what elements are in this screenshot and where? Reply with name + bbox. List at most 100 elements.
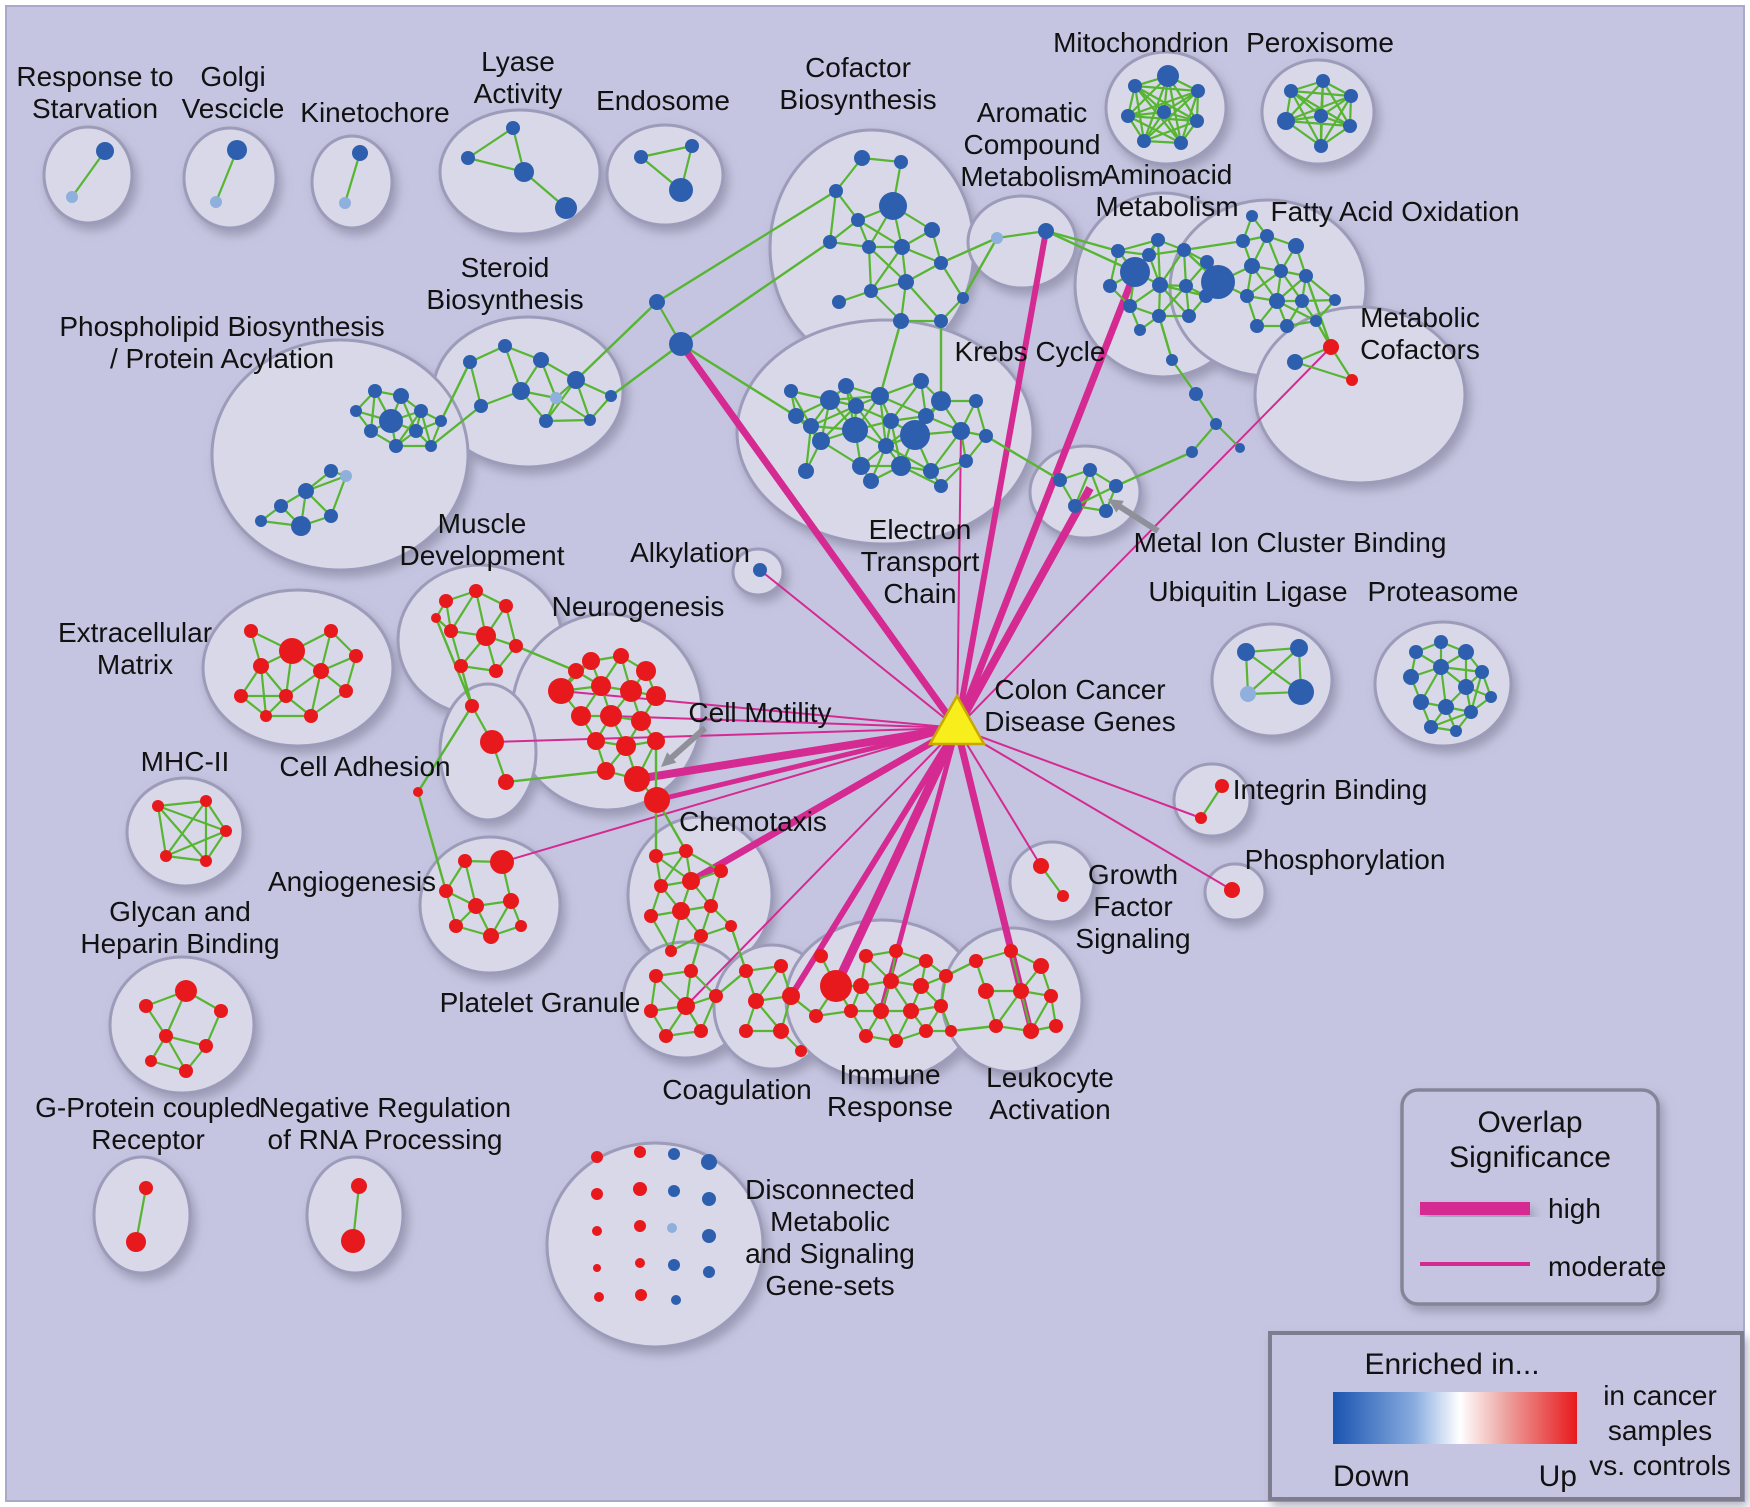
- gene-set-node-down[interactable]: [1277, 112, 1295, 130]
- gene-set-node-light[interactable]: [667, 1223, 677, 1233]
- gene-set-node-up[interactable]: [279, 689, 293, 703]
- gene-set-node-down[interactable]: [959, 454, 973, 468]
- gene-set-node-up[interactable]: [179, 1064, 193, 1078]
- gene-set-node-up[interactable]: [175, 980, 197, 1002]
- gene-set-node-down[interactable]: [753, 563, 767, 577]
- gene-set-node-down[interactable]: [878, 438, 894, 454]
- gene-set-node-down[interactable]: [1237, 643, 1255, 661]
- gene-set-node-down[interactable]: [829, 184, 843, 198]
- gene-set-node-down[interactable]: [703, 1266, 715, 1278]
- gene-set-node-down[interactable]: [227, 140, 247, 160]
- gene-set-node-down[interactable]: [1485, 691, 1497, 703]
- gene-set-node-down[interactable]: [533, 352, 549, 368]
- gene-set-node-up[interactable]: [677, 997, 695, 1015]
- gene-set-node-up[interactable]: [795, 1045, 807, 1057]
- gene-set-node-up[interactable]: [883, 973, 899, 989]
- gene-set-node-up[interactable]: [782, 987, 800, 1005]
- gene-set-node-light[interactable]: [550, 392, 562, 404]
- gene-set-node-up[interactable]: [809, 1009, 823, 1023]
- gene-set-node-up[interactable]: [592, 1226, 602, 1236]
- gene-set-node-down[interactable]: [1284, 84, 1298, 98]
- gene-set-node-down[interactable]: [1200, 255, 1214, 269]
- gene-set-node-up[interactable]: [739, 1024, 753, 1038]
- gene-set-node-up[interactable]: [889, 1034, 903, 1048]
- gene-set-node-down[interactable]: [352, 145, 368, 161]
- gene-set-node-down[interactable]: [1329, 294, 1341, 306]
- gene-set-node-down[interactable]: [1344, 89, 1358, 103]
- gene-set-node-up[interactable]: [431, 613, 441, 623]
- gene-set-node-down[interactable]: [838, 378, 854, 394]
- gene-set-node-up[interactable]: [853, 978, 869, 994]
- gene-set-node-down[interactable]: [894, 155, 908, 169]
- gene-set-node-down[interactable]: [1316, 74, 1330, 88]
- gene-set-node-down[interactable]: [514, 162, 534, 182]
- gene-set-node-down[interactable]: [669, 178, 693, 202]
- gene-set-node-down[interactable]: [498, 339, 512, 353]
- gene-set-node-light[interactable]: [991, 232, 1003, 244]
- gene-set-node-up[interactable]: [480, 730, 504, 754]
- gene-set-node-down[interactable]: [1458, 644, 1474, 660]
- gene-set-node-down[interactable]: [891, 456, 911, 476]
- gene-set-node-down[interactable]: [1280, 319, 1294, 333]
- gene-set-node-down[interactable]: [1186, 446, 1198, 458]
- gene-set-node-down[interactable]: [1269, 293, 1285, 309]
- gene-set-node-up[interactable]: [199, 1039, 213, 1053]
- gene-set-node-up[interactable]: [476, 626, 496, 646]
- gene-set-node-up[interactable]: [499, 599, 513, 613]
- gene-set-node-up[interactable]: [220, 825, 232, 837]
- gene-set-node-up[interactable]: [913, 978, 929, 994]
- gene-set-node-down[interactable]: [461, 151, 475, 165]
- gene-set-node-down[interactable]: [1157, 65, 1179, 87]
- gene-set-node-down[interactable]: [463, 355, 477, 369]
- gene-set-node-up[interactable]: [919, 954, 933, 968]
- gene-set-node-up[interactable]: [820, 970, 852, 1002]
- gene-set-node-up[interactable]: [160, 850, 172, 862]
- gene-set-node-down[interactable]: [1137, 134, 1151, 148]
- gene-set-node-down[interactable]: [1409, 645, 1423, 659]
- gene-set-node-up[interactable]: [568, 663, 584, 679]
- gene-set-node-up[interactable]: [773, 1023, 789, 1039]
- gene-set-node-down[interactable]: [862, 240, 876, 254]
- gene-set-node-up[interactable]: [672, 902, 690, 920]
- gene-set-node-down[interactable]: [702, 1192, 716, 1206]
- gene-set-node-down[interactable]: [1152, 277, 1168, 293]
- gene-set-node-up[interactable]: [682, 872, 700, 890]
- gene-set-node-down[interactable]: [1343, 119, 1357, 133]
- gene-set-node-down[interactable]: [934, 256, 948, 270]
- gene-set-node-down[interactable]: [671, 1295, 681, 1305]
- gene-set-node-up[interactable]: [1049, 1019, 1063, 1033]
- gene-set-node-up[interactable]: [260, 710, 272, 722]
- gene-set-node-down[interactable]: [1201, 265, 1235, 299]
- gene-set-node-down[interactable]: [435, 415, 447, 427]
- gene-set-node-up[interactable]: [152, 800, 164, 812]
- gene-set-node-down[interactable]: [1189, 387, 1203, 401]
- gene-set-node-down[interactable]: [842, 417, 868, 443]
- gene-set-node-down[interactable]: [1099, 504, 1113, 518]
- gene-set-node-up[interactable]: [587, 732, 605, 750]
- gene-set-node-down[interactable]: [649, 294, 665, 310]
- gene-set-node-up[interactable]: [814, 949, 828, 963]
- gene-set-node-down[interactable]: [1210, 418, 1222, 430]
- gene-set-node-down[interactable]: [425, 440, 437, 452]
- gene-set-node-up[interactable]: [548, 678, 574, 704]
- gene-set-node-down[interactable]: [879, 192, 907, 220]
- gene-set-node-up[interactable]: [649, 969, 663, 983]
- gene-set-node-up[interactable]: [646, 686, 666, 706]
- gene-set-node-down[interactable]: [871, 387, 889, 405]
- gene-set-node-down[interactable]: [893, 313, 909, 329]
- gene-set-node-down[interactable]: [298, 483, 314, 499]
- gene-set-node-up[interactable]: [659, 1029, 673, 1043]
- gene-set-node-up[interactable]: [145, 1055, 157, 1067]
- gene-set-node-down[interactable]: [1177, 243, 1191, 257]
- gene-set-node-up[interactable]: [465, 699, 479, 713]
- gene-set-node-down[interactable]: [555, 197, 577, 219]
- gene-set-node-down[interactable]: [784, 384, 798, 398]
- gene-set-node-down[interactable]: [923, 463, 939, 479]
- gene-set-node-down[interactable]: [255, 515, 267, 527]
- gene-set-node-down[interactable]: [957, 292, 969, 304]
- gene-set-node-down[interactable]: [1434, 635, 1448, 649]
- gene-set-node-up[interactable]: [597, 762, 615, 780]
- gene-set-node-down[interactable]: [1182, 309, 1196, 323]
- gene-set-node-up[interactable]: [903, 1003, 919, 1019]
- gene-set-node-up[interactable]: [591, 1151, 603, 1163]
